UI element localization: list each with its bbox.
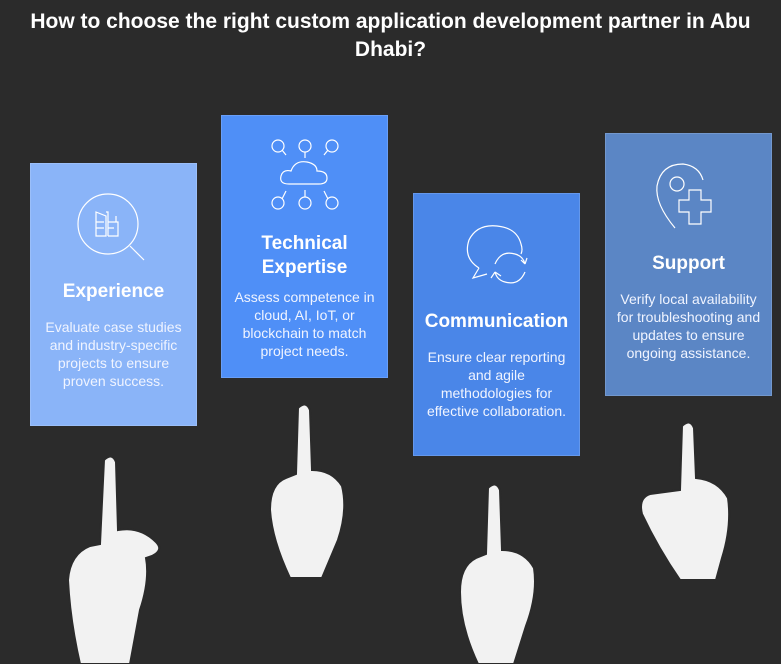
pointing-hand-icon (268, 403, 346, 579)
pointing-hand-icon (458, 483, 536, 664)
card-description: Verify local availability for troublesho… (616, 291, 761, 361)
card-experience: Experience Evaluate case studies and ind… (30, 163, 197, 426)
pointing-hand-icon (66, 455, 161, 664)
card-technical-expertise: Technical Expertise Assess competence in… (221, 115, 388, 378)
card-heading: Technical Expertise (261, 233, 348, 278)
cloud-network-icon (270, 139, 339, 210)
card-heading: Experience (62, 281, 165, 302)
card-heading: Communication (424, 311, 569, 332)
card-description: Assess competence in cloud, AI, IoT, or … (234, 289, 375, 359)
card-description: Evaluate case studies and industry-speci… (45, 319, 182, 389)
page-title: How to choose the right custom applicati… (30, 10, 751, 61)
building-search-icon (76, 193, 144, 261)
chat-sync-icon (466, 225, 528, 284)
card-communication: Communication Ensure clear reporting and… (413, 193, 580, 456)
card-heading: Support (652, 253, 725, 274)
location-plus-icon (655, 163, 712, 229)
card-description: Ensure clear reporting and agile methodo… (426, 349, 567, 419)
pointing-hand-icon (640, 421, 731, 581)
card-support: Support Verify local availability for tr… (605, 133, 772, 396)
